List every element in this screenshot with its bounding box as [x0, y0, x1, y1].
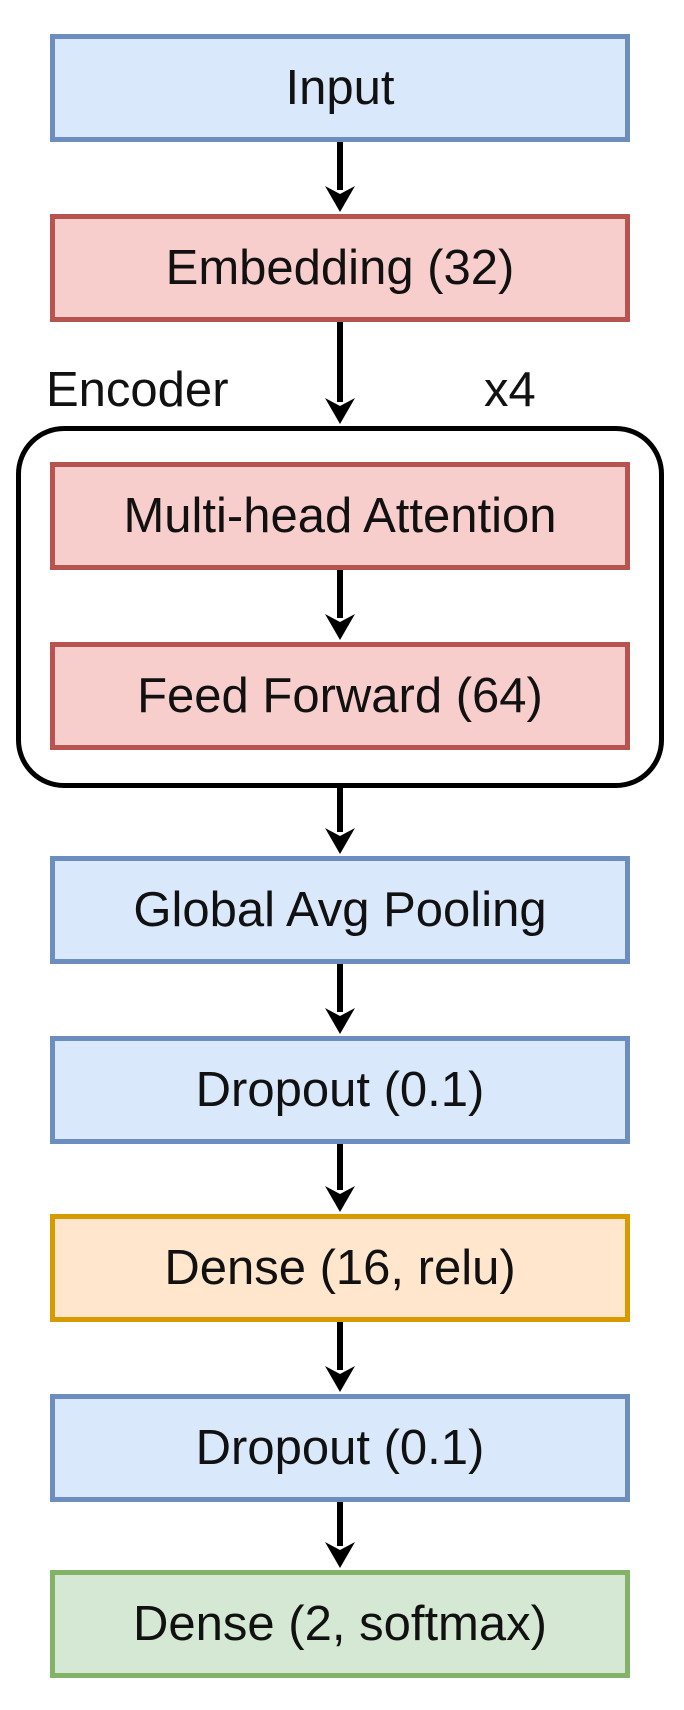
node-embedding: Embedding (32): [50, 214, 630, 322]
node-dense-2-softmax: Dense (2, softmax): [50, 1570, 630, 1678]
arrow-head-4: [325, 828, 355, 854]
arrow-head-5: [325, 1008, 355, 1034]
node-dropout-1: Dropout (0.1): [50, 1036, 630, 1144]
arrow-head-7: [325, 1366, 355, 1392]
arrow-head-6: [325, 1186, 355, 1212]
node-dense-16-relu: Dense (16, relu): [50, 1214, 630, 1322]
node-input: Input: [50, 34, 630, 142]
node-global-avg-pooling: Global Avg Pooling: [50, 856, 630, 964]
repeat-count-label: x4: [484, 363, 536, 417]
encoder-label: Encoder: [46, 363, 229, 417]
encoder-block-container: [16, 426, 664, 788]
arrow-head-1: [325, 186, 355, 212]
arrow-head-3: [325, 614, 355, 640]
node-multi-head-attention: Multi-head Attention: [50, 462, 630, 570]
arrow-head-2: [325, 398, 355, 424]
node-dropout-2: Dropout (0.1): [50, 1394, 630, 1502]
node-feed-forward: Feed Forward (64): [50, 642, 630, 750]
arrow-head-8: [325, 1542, 355, 1568]
